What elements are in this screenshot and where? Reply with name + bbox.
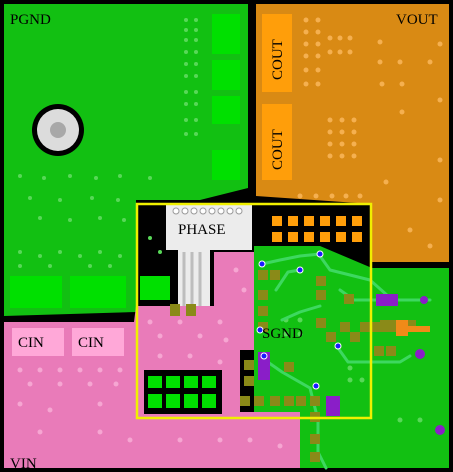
label-cin-left: CIN [18, 335, 44, 351]
cin-right-pad [72, 328, 124, 356]
component-purple-resistor [376, 294, 398, 306]
highlight-box [135, 202, 373, 420]
label-phase: PHASE [178, 222, 226, 238]
pgnd-pads [10, 14, 240, 308]
vout-vias [297, 17, 443, 249]
vin-copper-region [4, 252, 300, 468]
label-vout: VOUT [396, 12, 438, 28]
label-sgnd: SGND [262, 326, 303, 342]
phase-copper-region [166, 204, 252, 306]
mounting-hole-icon [32, 104, 84, 156]
label-cin-right: CIN [78, 335, 104, 351]
component-purple-pad-c [435, 425, 445, 435]
component-purple-via [420, 296, 428, 304]
component-purple-pad-b [326, 396, 340, 416]
vin-switch-pads [148, 376, 216, 408]
label-cout-bottom: COUT [270, 129, 286, 170]
pgnd-copper-region [4, 4, 248, 316]
phase-vias [172, 207, 243, 215]
component-orange-capacitor [396, 320, 408, 336]
component-purple-pad-a [415, 349, 425, 359]
component-orange-lead [408, 326, 430, 332]
label-vin: VIN [10, 456, 37, 472]
cout-bottom-pad [262, 104, 292, 180]
blue-vias [256, 250, 342, 390]
sgnd-pads [170, 270, 416, 462]
phase-stripes [182, 252, 202, 306]
vout-pads [272, 216, 362, 242]
label-cout-top: COUT [270, 39, 286, 80]
component-purple-diode [258, 352, 270, 380]
pgnd-vias [18, 18, 198, 268]
cout-top-pad [262, 14, 292, 92]
cin-left-pad [12, 328, 64, 356]
vin-vias [17, 267, 283, 449]
label-pgnd: PGND [10, 12, 51, 28]
